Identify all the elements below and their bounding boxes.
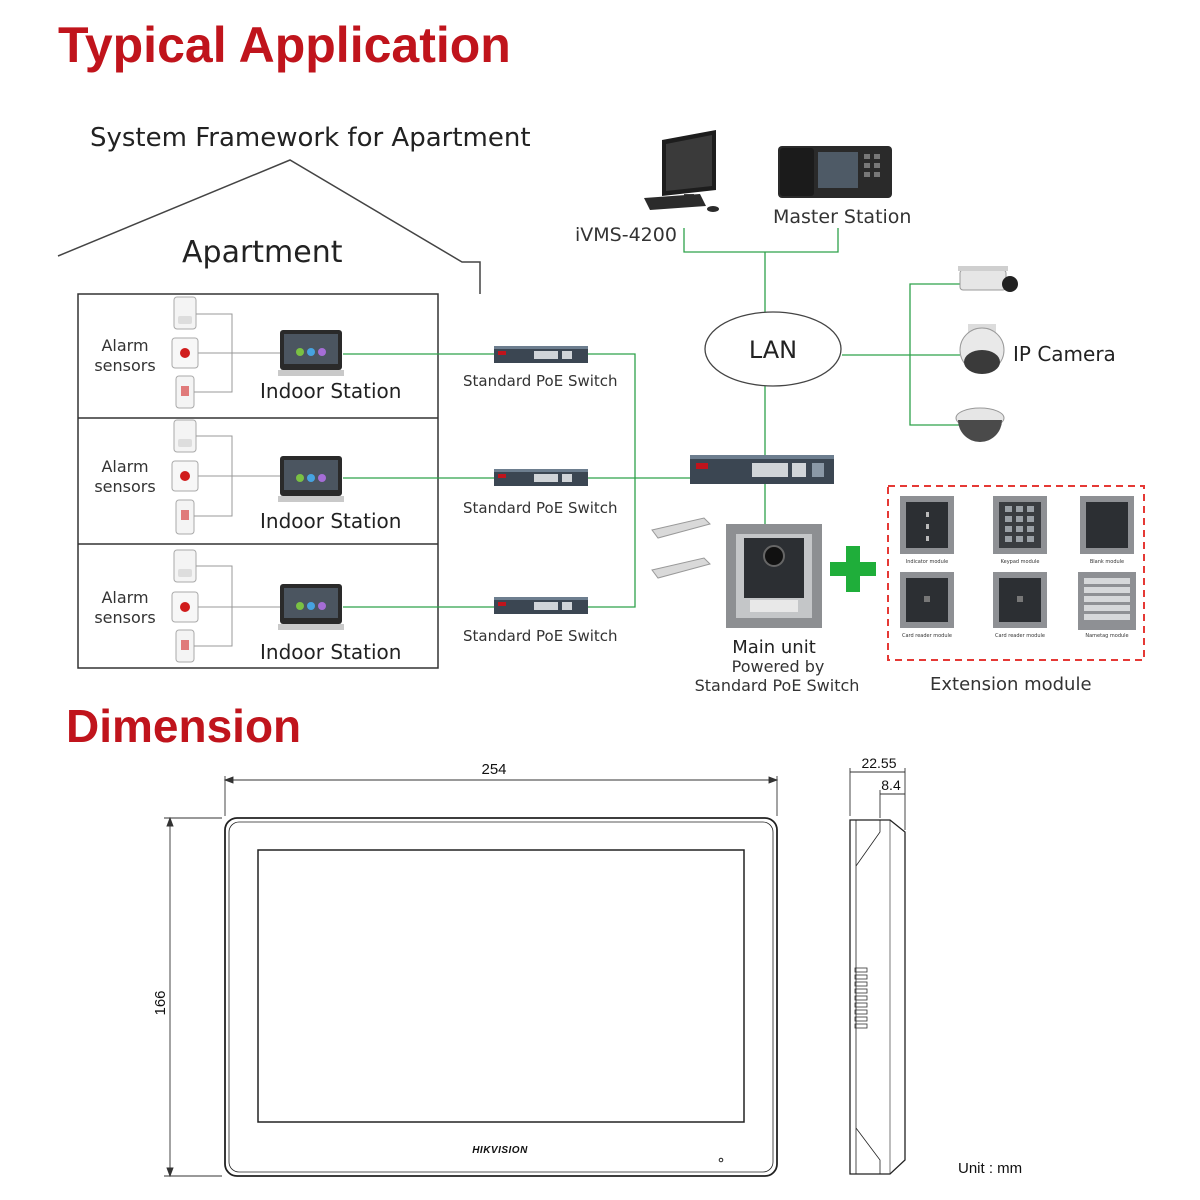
width-dimension-line — [223, 776, 779, 816]
door-lock-icon — [651, 517, 711, 579]
height-dimension-label: 166 — [152, 990, 169, 1015]
sensor-wiring — [194, 313, 280, 393]
plus-icon — [830, 546, 876, 592]
alarm-sensor-pir-icon — [173, 419, 197, 453]
height-dimension-line — [164, 816, 222, 1178]
module-caption: Keypad module — [1001, 559, 1040, 565]
alarm-sensor-pir-icon — [173, 296, 197, 330]
blank-module-icon — [1080, 496, 1134, 554]
main-unit-powered-label: Powered by — [732, 657, 825, 676]
unit-label: Unit : mm — [958, 1160, 1022, 1177]
master-station-icon — [778, 146, 892, 198]
sensor-wiring — [194, 435, 280, 517]
indoor-station-icon — [278, 456, 344, 502]
alarm-sensor-door-contact-icon — [175, 375, 195, 409]
apartment-building — [77, 293, 439, 669]
brand-logo-text: HIKVISION — [472, 1145, 528, 1156]
poe-switch-icon — [494, 469, 588, 486]
ivms-label: iVMS-4200 — [575, 224, 677, 246]
network-links — [343, 228, 960, 608]
indicator-module-icon — [900, 496, 954, 554]
floor-row-1: Alarm sensors Indoor Station — [94, 296, 401, 409]
poe-switch-icon — [494, 597, 588, 614]
main-unit-icon — [726, 524, 822, 628]
alarm-sensors-label-2: sensors — [94, 608, 155, 627]
alarm-sensors-label: Alarm — [101, 588, 148, 607]
module-caption: Card reader module — [995, 633, 1045, 639]
module-caption: Indicator module — [906, 559, 948, 565]
width-dimension-label: 254 — [481, 761, 506, 778]
side-view-vent-slots — [854, 967, 868, 1029]
front-view-drawing — [224, 817, 778, 1177]
indoor-station-label: Indoor Station — [260, 379, 401, 403]
core-poe-switch-icon — [690, 455, 834, 484]
alarm-sensor-panic-button-icon — [171, 337, 199, 369]
ivms-pc-icon — [644, 130, 719, 212]
card-reader-module-icon — [900, 572, 954, 628]
ip-camera-label: IP Camera — [1013, 342, 1116, 366]
master-station-label: Master Station — [773, 206, 911, 228]
alarm-sensor-panic-button-icon — [171, 460, 199, 492]
indoor-station-icon — [278, 584, 344, 630]
sensor-wiring — [194, 565, 280, 647]
depth-dimension-label: 22.55 — [861, 755, 896, 771]
poe-switch-label: Standard PoE Switch — [463, 372, 618, 390]
ip-camera-ptz-icon — [959, 324, 1005, 374]
alarm-sensor-door-contact-icon — [175, 499, 195, 535]
main-unit-label: Main unit — [732, 637, 816, 658]
alarm-sensor-panic-button-icon — [171, 591, 199, 623]
apartment-roof — [57, 159, 481, 294]
extension-module-frame — [887, 485, 1145, 661]
alarm-sensor-pir-icon — [173, 549, 197, 583]
lan-label: LAN — [749, 336, 797, 364]
module-caption: Blank module — [1090, 559, 1124, 565]
alarm-sensor-door-contact-icon — [175, 629, 195, 663]
framework-title: System Framework for Apartment — [90, 123, 531, 153]
ip-camera-bullet-icon — [958, 266, 1018, 292]
poe-switch-label: Standard PoE Switch — [463, 499, 618, 517]
module-caption: Card reader module — [902, 633, 952, 639]
main-unit-switch-label: Standard PoE Switch — [695, 676, 860, 695]
typical-application-heading: Typical Application — [58, 17, 511, 73]
alarm-sensors-label-2: sensors — [94, 477, 155, 496]
alarm-sensors-label: Alarm — [101, 457, 148, 476]
lan-cloud — [704, 311, 842, 387]
poe-switch-label: Standard PoE Switch — [463, 627, 618, 645]
ip-camera-dome-icon — [955, 407, 1005, 442]
alarm-sensors-label: Alarm — [101, 336, 148, 355]
poe-switch-icon — [494, 346, 588, 363]
indoor-station-label: Indoor Station — [260, 640, 401, 664]
module-caption: Nametag module — [1085, 633, 1128, 639]
depth-dimension-line — [849, 768, 906, 830]
alarm-sensors-label-2: sensors — [94, 356, 155, 375]
dimension-heading: Dimension — [66, 700, 301, 752]
keypad-module-icon — [993, 496, 1047, 554]
nametag-module-icon — [1078, 572, 1136, 630]
depth-inner-dimension-label: 8.4 — [881, 777, 901, 793]
indoor-station-icon — [278, 330, 344, 376]
floor-row-3: Alarm sensors Indoor Station — [94, 549, 401, 664]
indoor-station-label: Indoor Station — [260, 509, 401, 533]
extension-module-label: Extension module — [930, 674, 1092, 695]
apartment-label: Apartment — [182, 235, 343, 270]
side-view-drawing — [849, 819, 906, 1175]
floor-row-2: Alarm sensors Indoor Station — [94, 419, 401, 535]
card-reader-module-icon — [993, 572, 1047, 628]
